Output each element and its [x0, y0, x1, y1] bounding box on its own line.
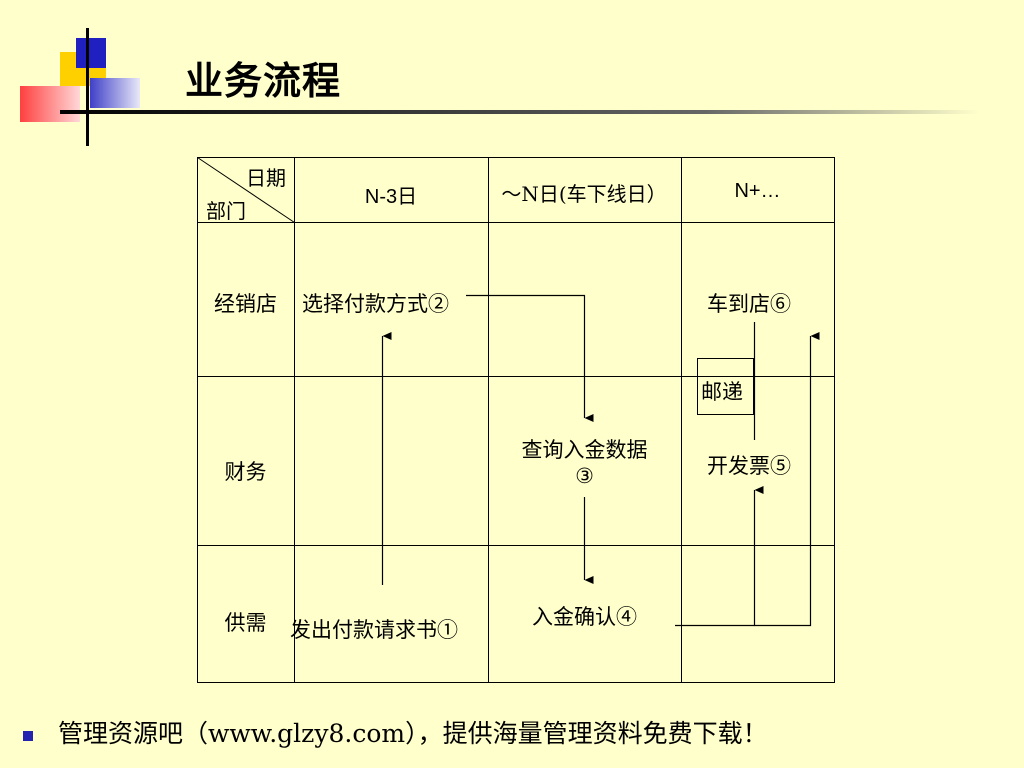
row-label-dealer: 经销店 — [214, 292, 277, 316]
step3-number: ③ — [575, 464, 594, 488]
corner-date-label: 日期 — [246, 166, 286, 190]
deco-vertical-line — [86, 28, 89, 146]
bullet-icon — [23, 731, 33, 741]
step1-payment-request: 发出付款请求书① — [290, 618, 458, 642]
step3-query-deposit: 查询入金数据 — [521, 438, 648, 462]
arrow-step4-to-step6 — [754, 332, 820, 627]
table-border — [197, 157, 835, 683]
page-title: 业务流程 — [185, 58, 342, 103]
deco-light-blue-square — [90, 78, 140, 108]
column-header-n: ～N日(车下线日） — [501, 182, 667, 206]
step5-issue-invoice: 开发票⑤ — [707, 454, 791, 478]
step2-select-payment: 选择付款方式② — [302, 292, 449, 316]
arrow-step2-to-step3 — [466, 294, 594, 422]
row-label-supply: 供需 — [224, 611, 267, 635]
deco-red-square — [20, 86, 80, 122]
decorative-logo — [20, 28, 980, 146]
corner-dept-label: 部门 — [206, 199, 246, 223]
arrow-step4-to-step5 — [675, 486, 764, 627]
mail-box — [697, 358, 754, 415]
row-label-finance: 财务 — [224, 460, 267, 484]
step4-deposit-confirm: 入金确认④ — [532, 605, 637, 629]
corner-diagonal — [197, 157, 295, 223]
column-header-n-3: N-3日 — [364, 186, 418, 208]
title-underline — [60, 110, 980, 114]
deco-blue-square — [76, 38, 106, 68]
step6-car-arrival: 车到店⑥ — [707, 292, 791, 316]
column-header-n-plus: N+… — [734, 180, 781, 202]
mail-label: 邮递 — [701, 380, 743, 404]
footer-text: 管理资源吧（www.glzy8.com），提供海量管理资料免费下载！ — [58, 719, 768, 748]
